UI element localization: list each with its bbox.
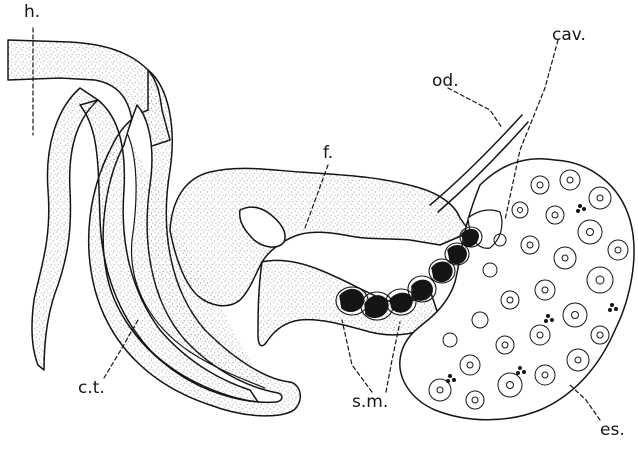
spermatheca-6 [448,246,466,264]
label-od: od. [432,73,459,90]
label-ct: c.t. [78,380,105,397]
spermatheca-2 [365,296,388,317]
outer-wall-left [32,88,98,370]
spermatheca-5 [432,262,452,281]
leader-od [448,88,502,128]
label-sm: s.m. [352,394,388,411]
label-h: h. [24,4,40,21]
label-cav: cav. [552,27,586,44]
spermatheca-3 [390,293,412,312]
label-f: f. [323,145,333,162]
label-es: es. [600,422,625,439]
spermatheca-1 [340,290,364,312]
leader-es [570,385,600,420]
spermatheca-7 [462,230,478,246]
